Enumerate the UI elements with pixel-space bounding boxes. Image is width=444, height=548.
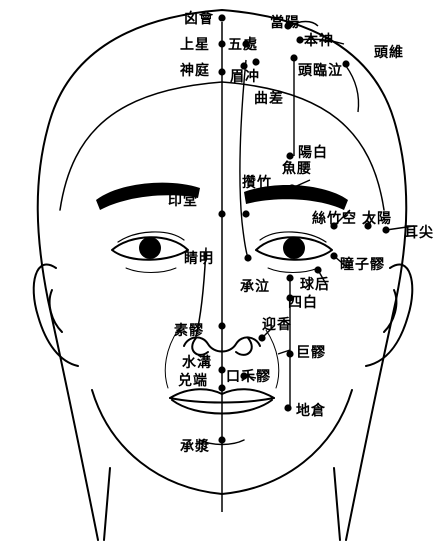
label-sibai: 四白 [288,296,318,310]
point-shuigou [218,366,225,373]
label-toulinqi: 頭臨泣 [298,64,343,78]
left-ear [34,264,78,366]
label-qiuhou: 球后 [300,278,330,292]
label-shuigou: 水溝 [182,356,212,370]
point-suliao [218,322,225,329]
point-erjian [382,226,389,233]
left-pupil [139,237,161,259]
label-xinhui: 囟會 [184,12,214,26]
label-sizhukong: 絲竹空 [312,212,357,226]
left-undereye [126,268,176,273]
label-touwei: 頭維 [374,46,404,60]
label-yangbai: 陽白 [298,146,328,160]
label-yingxiang: 迎香 [262,318,292,332]
point-qiuhou [314,266,321,273]
point-yangbai [286,152,293,159]
label-suliao: 素髎 [174,324,204,338]
label-zanzhu: 攢竹 [242,176,272,190]
point-juliao [286,350,293,357]
point-shangxing [218,40,225,47]
label-juliao: 巨髎 [296,346,326,360]
point-touwei [342,60,349,67]
label-taiyang: 太陽 [362,212,392,226]
point-zanzhu [242,210,249,217]
point-chengqi [286,274,293,281]
right-undereye [268,268,318,273]
point-jingming [244,254,251,261]
point-shenting [218,68,225,75]
label-shenting: 神庭 [180,64,210,78]
bladder-meridian-line [240,60,248,258]
label-meichong: 眉冲 [230,70,260,84]
label-dicang: 地倉 [296,404,326,418]
point-duiduan [218,384,225,391]
label-yuyao: 魚腰 [282,162,312,176]
label-jingming: 睛明 [184,252,214,266]
left-ear-inner [50,290,62,332]
point-yingxiang [258,334,265,341]
label-tongziliao: 瞳子髎 [340,258,385,272]
point-qucha [252,58,259,65]
point-benshen [296,36,303,43]
label-dangyang: 當陽 [270,16,300,30]
right-pupil [283,237,305,259]
point-dicang [284,404,291,411]
touwei-leader [346,66,359,112]
neck-left [104,468,110,540]
label-benshen: 本神 [304,34,334,48]
label-duiduan: 兑端 [178,374,208,388]
point-toulinqi [290,54,297,61]
point-xinhui [218,14,225,21]
point-yuyao [288,184,295,191]
label-qucha: 曲差 [254,92,284,106]
label-chengqi: 承泣 [240,280,270,294]
label-erjian: 耳尖 [404,226,434,240]
label-shangxing: 上星 [180,38,210,52]
right-ear [366,264,412,366]
label-wuchu: 五處 [228,38,258,52]
label-yintang: 印堂 [168,194,198,208]
neck-right [334,468,340,540]
label-kouheliao: 口禾髎 [226,370,271,384]
label-chengjiang: 承漿 [180,440,210,454]
point-yintang [218,210,225,217]
right-ear-inner [384,290,396,332]
point-tongziliao [330,252,337,259]
point-chengjiang [218,436,225,443]
